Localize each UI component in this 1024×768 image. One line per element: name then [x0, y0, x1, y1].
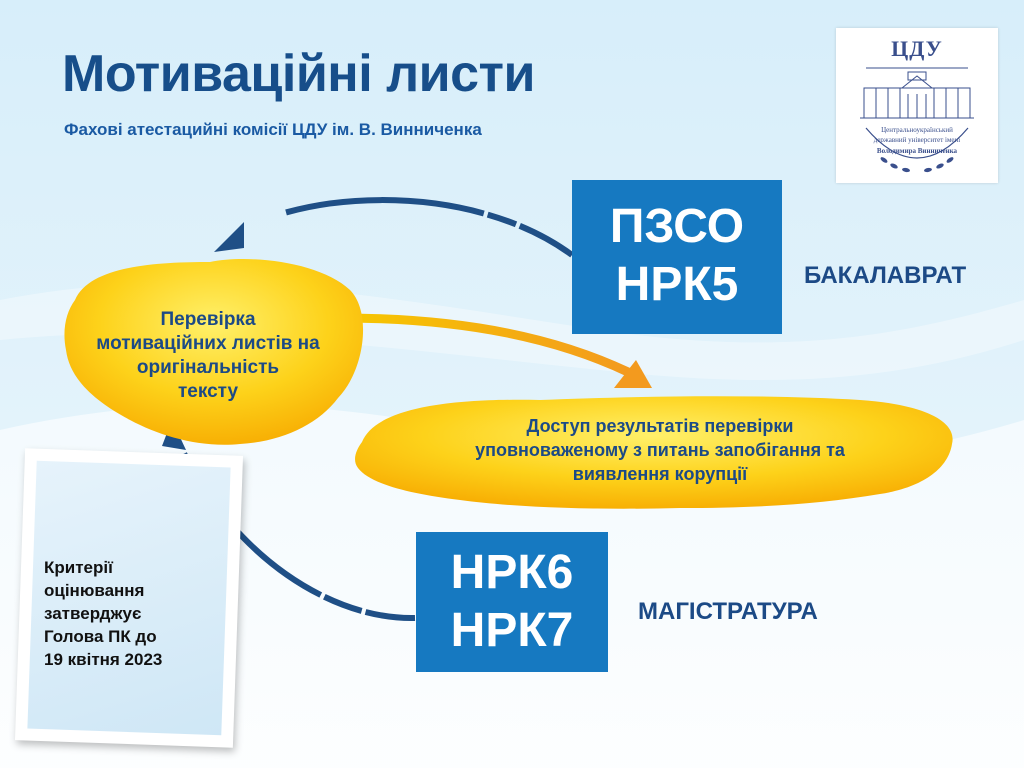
- note-line-5: 19 квітня 2023: [44, 650, 163, 669]
- cloud-check: [64, 259, 364, 445]
- logo-building-icon: [860, 67, 974, 173]
- cloud-access: [355, 396, 953, 509]
- box-bottom-line-2: НРК7: [450, 604, 574, 657]
- logo-line-1: Центральноукраїнський: [881, 126, 953, 134]
- cloud-access-line-2: уповноваженому з питань запобігання та: [475, 440, 845, 460]
- logo-abbr: ЦДУ: [891, 36, 943, 61]
- box-top-line-1: ПЗСО: [609, 200, 745, 253]
- cloud-check-line-3: оригінальність: [136, 357, 280, 378]
- page-subtitle: Фахові атестацийні комісії ЦДУ ім. В. Ви…: [64, 120, 482, 139]
- arrow-top: [230, 197, 574, 258]
- cloud-access-line-1: Доступ результатів перевірки: [526, 416, 794, 436]
- university-logo: ЦДУ Центральноукраїнський державний унів…: [836, 28, 998, 183]
- logo-line-3: Володимира Винниченка: [876, 147, 958, 155]
- box-bottom-line-1: НРК6: [450, 546, 574, 599]
- cloud-check-line-4: тексту: [177, 381, 239, 402]
- logo-line-2: державний університет імені: [873, 136, 961, 144]
- cloud-check-text: Перевірка мотиваційних листів на оригіна…: [72, 308, 344, 404]
- cloud-check-line-2: мотиваційних листів на: [96, 333, 320, 354]
- arrow-top-head: [214, 222, 244, 252]
- note-line-2: оцінювання: [44, 581, 145, 600]
- box-nrk6-nrk7: НРК6 НРК7: [416, 532, 608, 672]
- arrow-orange: [339, 313, 630, 377]
- box-top-line-2: НРК5: [615, 258, 739, 311]
- page-title: Мотиваційні листи: [62, 45, 535, 103]
- cloud-access-line-3: виявлення корупції: [572, 464, 748, 484]
- arrow-orange-head: [614, 360, 652, 388]
- level-bachelor: БАКАЛАВРАТ: [804, 262, 967, 289]
- note-line-4: Голова ПК до: [44, 627, 157, 646]
- note-line-1: Критерії: [44, 558, 113, 577]
- note-text: Критерії оцінювання затверджує Голова ПК…: [44, 556, 214, 671]
- level-master: МАГІСТРАТУРА: [638, 598, 818, 625]
- cloud-access-text: Доступ результатів перевірки уповноважен…: [400, 414, 920, 486]
- note-line-3: затверджує: [44, 604, 142, 623]
- box-pzso-nrk5: ПЗСО НРК5: [572, 180, 782, 334]
- cloud-check-line-1: Перевірка: [160, 309, 256, 330]
